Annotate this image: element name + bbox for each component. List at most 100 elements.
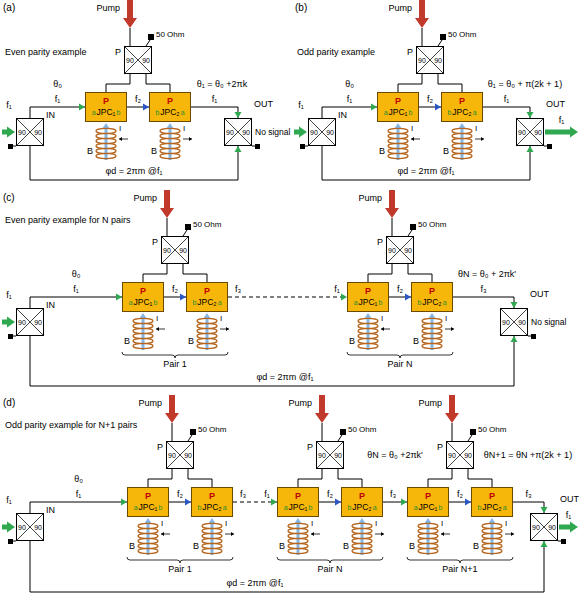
signal-arrow (545, 130, 570, 135)
connector (368, 264, 392, 282)
hybrid-coupler: 9090 (161, 236, 189, 264)
device-name: JPC₁ (139, 502, 158, 512)
pump-arrow (169, 395, 175, 413)
phase-label: 90 (518, 319, 526, 326)
signal-arrow-head (7, 127, 15, 138)
connector-line (30, 541, 544, 592)
connector (106, 74, 130, 92)
port-label: P (407, 48, 413, 58)
frequency-label: f₂ (457, 490, 463, 500)
port-letter: b (158, 504, 162, 511)
hybrid-cross-line (162, 237, 188, 263)
jpc-box: PbJPC₂a (341, 487, 383, 517)
field-label: B (413, 337, 419, 347)
field-label: B (124, 337, 130, 347)
device-name: JPC₁ (289, 502, 308, 512)
jpc-label-row: aJPC₁b (383, 107, 414, 117)
jpc-label-row: aJPC₁b (413, 502, 444, 512)
signal-arrow-head (7, 522, 15, 533)
connector (513, 502, 548, 513)
connector (389, 294, 411, 301)
device-name: JPC₁ (419, 502, 438, 512)
signal-arrow (2, 130, 7, 135)
device-name: JPC₂ (352, 502, 371, 512)
termination-label: 50 Ohm (448, 31, 476, 40)
pair-label: Pair 1 (163, 360, 187, 370)
pump-arrow-head (415, 18, 429, 28)
connector-line (298, 469, 322, 487)
hybrid-cross-line (387, 237, 413, 263)
pump-label: Pump (358, 194, 382, 204)
pump-port-label: P (209, 492, 215, 502)
phase-label: 90 (318, 452, 326, 459)
termination (148, 34, 154, 40)
device-name: JPC₁ (389, 107, 408, 117)
pump-line (322, 423, 323, 441)
current-label: I (161, 520, 163, 529)
pump-port-label: P (359, 492, 365, 502)
connector (127, 104, 149, 111)
frequency-label: f₁ (73, 285, 79, 295)
connector-line (146, 74, 170, 92)
pump-arrow (127, 0, 133, 18)
phase-label: 90 (34, 319, 42, 326)
phase-label: 90 (534, 129, 542, 136)
phase-label: φd = 2πm @f₁ (257, 373, 314, 383)
frequency-label: f₁ (6, 496, 12, 506)
jpc-label-row: aJPC₁b (353, 297, 384, 307)
hybrid-coupler: 9090 (446, 441, 474, 469)
pump-label: Pump (388, 4, 412, 14)
coil-winding (138, 548, 158, 553)
signal-arrow (2, 320, 7, 325)
note: No signal (255, 128, 290, 137)
pump-arrow (419, 0, 425, 18)
jpc-box: PaJPC₁b (122, 282, 164, 312)
panel-title: (d) (3, 397, 15, 408)
device-name: JPC₁ (97, 107, 116, 117)
port-label: OUT (254, 100, 273, 110)
pump-port-label: P (459, 97, 465, 107)
phase-label: θ₀ (72, 270, 81, 280)
phase-label: 90 (242, 129, 250, 136)
pump-port-label: P (103, 97, 109, 107)
port-label: P (152, 238, 158, 248)
pump-port-label: P (204, 287, 210, 297)
port-letter: b (417, 299, 421, 306)
current-label: I (220, 315, 222, 324)
phase-label: θ₀ (53, 80, 62, 90)
phase-label: 90 (404, 247, 412, 254)
termination-lead (544, 146, 548, 147)
field-label: B (129, 542, 135, 552)
field-label: B (279, 542, 285, 552)
current-arrow-head (481, 137, 484, 141)
hybrid-cross-line (309, 119, 335, 145)
panel-subtitle: Odd parity example for N+1 pairs (5, 421, 137, 431)
signal-arrow-head (570, 522, 578, 533)
hybrid-coupler: 9090 (166, 441, 194, 469)
hybrid-coupler: 9090 (500, 308, 528, 336)
frequency-label: f₁ (212, 95, 218, 105)
hybrid-cross-line (417, 47, 443, 73)
panel-subtitle: Even parity example for N pairs (5, 216, 131, 226)
connector (408, 264, 432, 282)
connector (30, 541, 548, 592)
hybrid-coupler: 9090 (16, 513, 44, 541)
phase-label: 90 (326, 129, 334, 136)
connector (188, 469, 212, 487)
port-letter: b (192, 299, 196, 306)
pump-line (130, 28, 131, 46)
jpc-label-row: aJPC₁b (283, 502, 314, 512)
jpc-box: PaJPC₁b (85, 92, 127, 122)
connector-line (398, 74, 422, 92)
port-letter: a (223, 504, 227, 511)
phase-label: 90 (388, 247, 396, 254)
signal-arrow-head (570, 127, 578, 138)
pair-label: Pair N (317, 565, 342, 575)
phase-label: 90 (179, 247, 187, 254)
phase-label: θ₀ (74, 475, 83, 485)
connector-line (148, 469, 172, 487)
hybrid-cross-line (17, 309, 43, 335)
termination-label: 50 Ohm (478, 426, 506, 435)
coil-winding (197, 343, 217, 348)
